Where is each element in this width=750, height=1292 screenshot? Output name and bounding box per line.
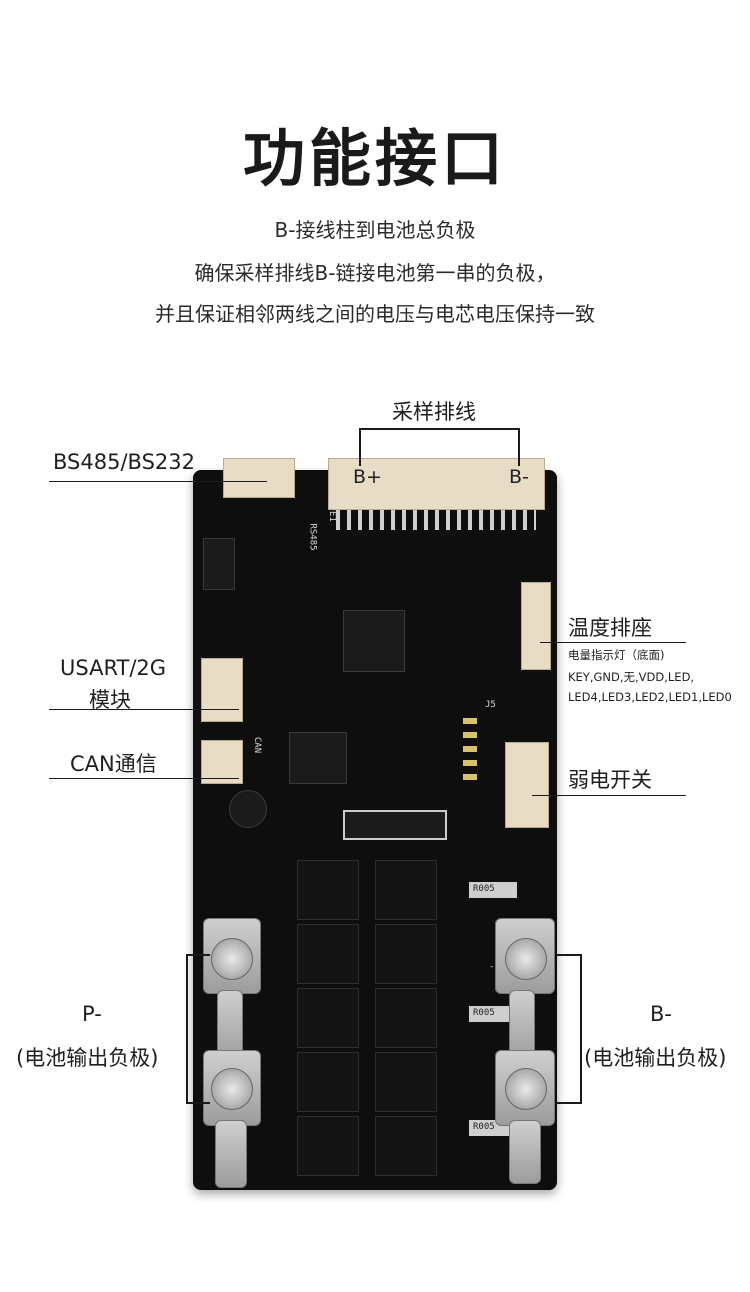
mosfet [297, 1052, 359, 1112]
label-led-title: 电量指示灯（底面) [568, 648, 665, 662]
mosfet [375, 1052, 437, 1112]
label-p-minus-desc: (电池输出负极) [16, 1046, 159, 1070]
chip [203, 538, 235, 590]
silk-r005-2: R005 [473, 1008, 495, 1018]
label-bs485: BS485/BS232 [53, 450, 195, 474]
callout-line [359, 428, 520, 430]
temperature-connector [521, 582, 551, 670]
chip [289, 732, 347, 784]
p-minus-tab [215, 1120, 247, 1188]
callout-line [49, 778, 239, 779]
chip [343, 810, 447, 840]
callout-line [49, 709, 239, 710]
sampling-connector [328, 458, 545, 510]
screw [505, 1068, 547, 1110]
connector-b-minus-label: B- [509, 466, 529, 488]
connector-b-plus-label: B+ [353, 466, 382, 488]
label-can: CAN通信 [70, 752, 157, 776]
silk-r005-3: R005 [473, 1122, 495, 1132]
mosfet [375, 1116, 437, 1176]
label-weak-switch: 弱电开关 [568, 768, 652, 792]
mosfet [297, 924, 359, 984]
buzzer [229, 790, 267, 828]
sampling-pins [336, 510, 536, 530]
shunt-resistor [469, 1006, 517, 1022]
chip [343, 610, 405, 672]
mosfet [375, 988, 437, 1048]
mosfet [375, 924, 437, 984]
b-minus-bracket [556, 1102, 582, 1104]
p-minus-bracket [186, 954, 210, 956]
mosfet [297, 1116, 359, 1176]
mosfet [297, 860, 359, 920]
silk-afe: AFE1 [326, 500, 337, 522]
p-minus-bracket [186, 954, 188, 1104]
screw [211, 938, 253, 980]
mosfet [297, 988, 359, 1048]
label-usart-2: 模块 [89, 688, 131, 712]
label-led-line2: LED4,LED3,LED2,LED1,LED0 [568, 690, 732, 704]
description-line-3: 并且保证相邻两线之间的电压与电芯电压保持一致 [155, 302, 595, 326]
b-minus-bracket [580, 954, 582, 1104]
can-connector [201, 740, 243, 784]
screw [211, 1068, 253, 1110]
label-usart-1: USART/2G [60, 656, 167, 680]
callout-line [532, 795, 686, 796]
header-pins [463, 718, 477, 788]
silk-rs485: RS485 [307, 523, 318, 551]
silk-b: -B [489, 962, 500, 972]
silk-r005-1: R005 [473, 884, 495, 894]
label-sampling-cable: 采样排线 [392, 400, 476, 424]
mosfet [375, 860, 437, 920]
b-minus-tab [509, 1120, 541, 1184]
callout-line [540, 642, 686, 643]
label-p-minus: P- [82, 1002, 102, 1026]
label-temp-socket: 温度排座 [568, 616, 652, 640]
usart-connector [201, 658, 243, 722]
bs485-connector [223, 458, 295, 498]
callout-line [49, 481, 267, 482]
label-led-line1: KEY,GND,无,VDD,LED, [568, 670, 695, 684]
description-line-1: B-接线柱到电池总负极 [274, 218, 476, 242]
label-b-minus: B- [650, 1002, 672, 1026]
b-minus-bracket [556, 954, 582, 956]
silk-can: CAN [252, 736, 263, 754]
callout-line [359, 428, 361, 466]
p-minus-bracket [186, 1102, 210, 1104]
switch-connector [505, 742, 549, 828]
shunt-resistor [469, 882, 517, 898]
label-b-minus-desc: (电池输出负极) [584, 1046, 727, 1070]
description-line-2: 确保采样排线B-链接电池第一串的负极， [194, 261, 556, 285]
mosfet-array [293, 860, 443, 1180]
silk-j5: J5 [485, 700, 496, 710]
page-title: 功能接口 [242, 122, 507, 195]
bms-board-image: B+ B- RS485 AFE1 CAN J5 R005 R005 R005 -… [193, 458, 557, 1190]
screw [505, 938, 547, 980]
callout-line [518, 428, 520, 466]
